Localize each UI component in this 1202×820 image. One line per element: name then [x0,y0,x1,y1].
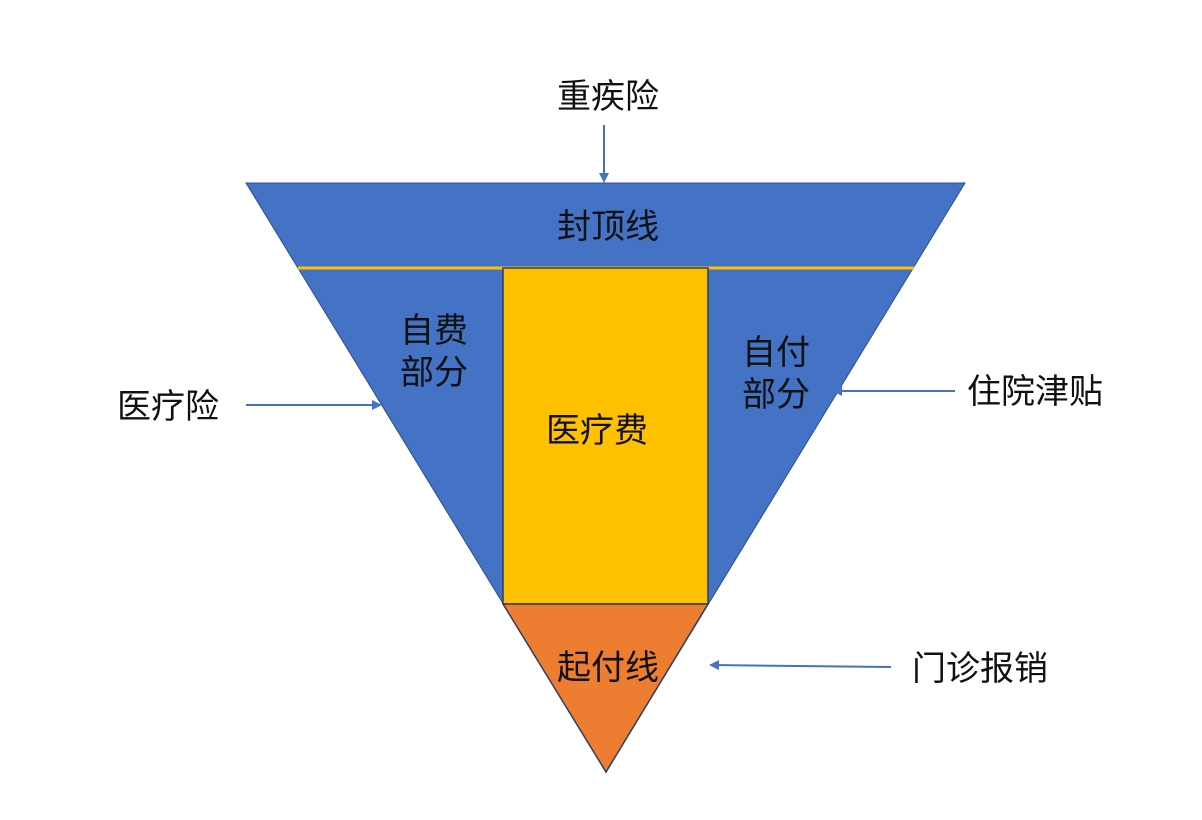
label-outpatient-reimbursement: 门诊报销 [912,649,1048,689]
label-cap-line: 封顶线 [557,207,659,247]
deductible-triangle [501,603,710,774]
label-self-pay-left-1: 自费 [400,311,468,351]
medical-cost-block [502,267,709,605]
label-medical-insurance: 医疗险 [117,387,219,427]
label-self-pay-left-2: 部分 [400,353,468,393]
label-deductible-line: 起付线 [557,648,659,688]
label-hospital-allowance: 住院津贴 [967,372,1103,412]
arrow-outpatient-reimbursement [709,660,892,671]
label-medical-cost: 医疗费 [546,411,648,451]
label-self-pay-right-2: 部分 [742,375,810,415]
label-critical-illness: 重疾险 [557,77,659,117]
label-self-pay-right-1: 自付 [742,333,810,373]
